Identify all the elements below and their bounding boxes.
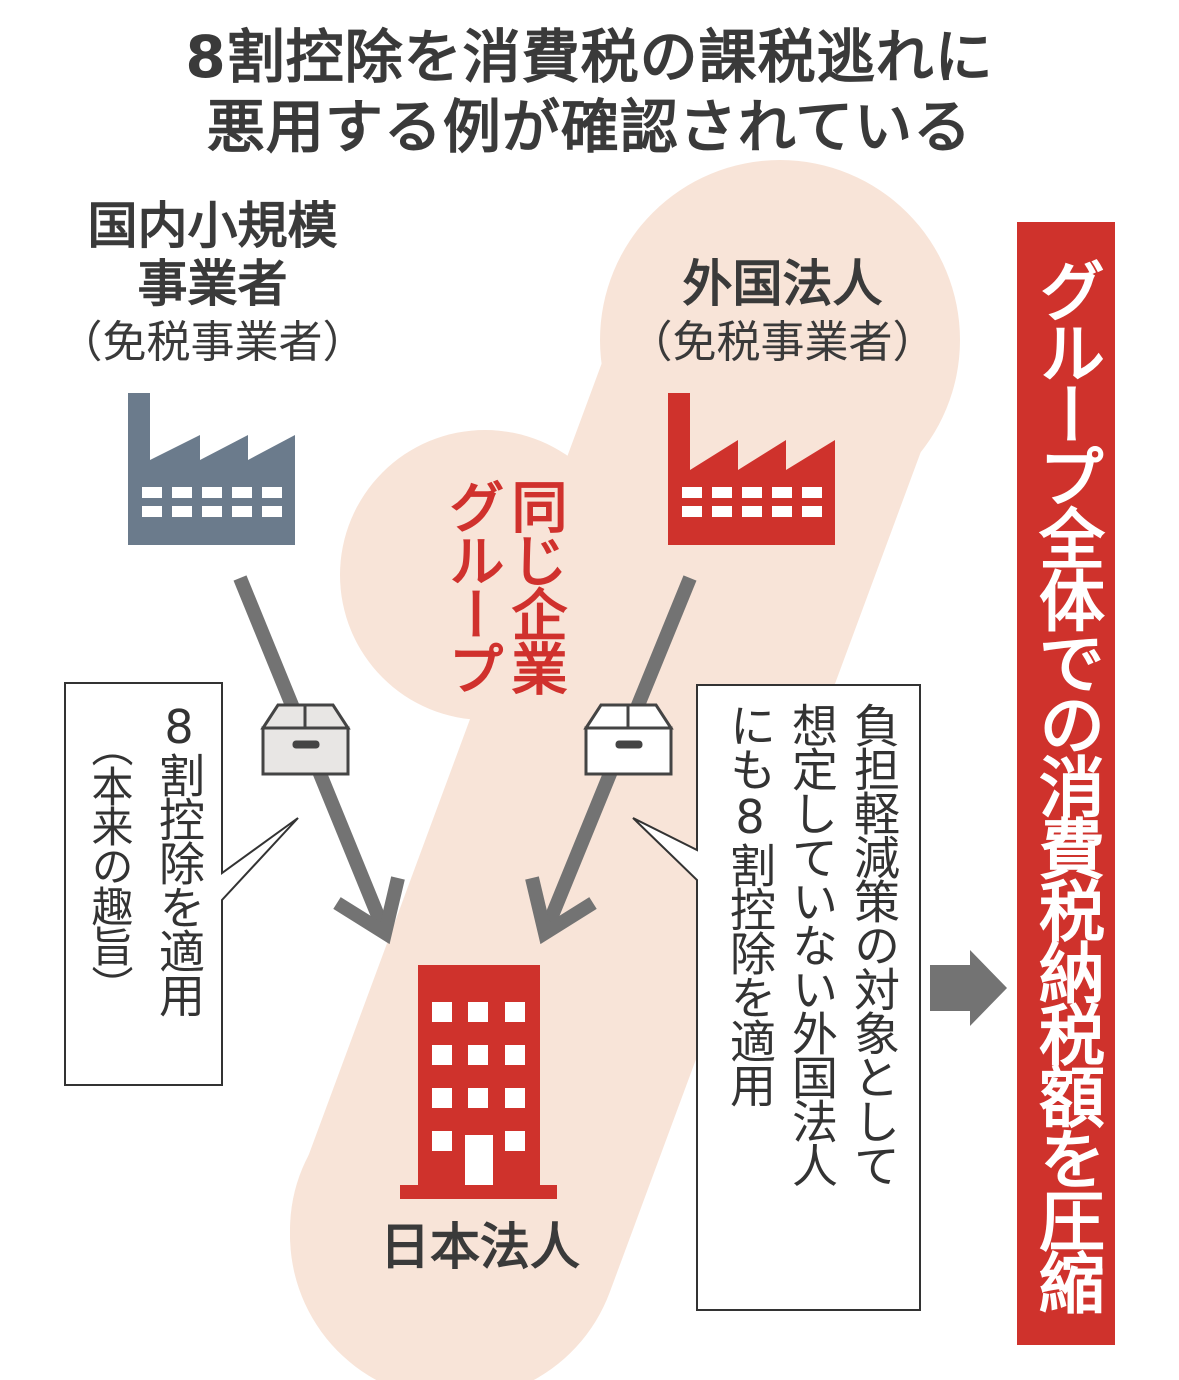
package-icon-right — [583, 703, 674, 776]
foreign-tax-exempt-note: （免税事業者） — [628, 317, 937, 368]
japanese-corporation-label: 日本法人 — [380, 1218, 580, 1276]
group-label-line-2: グループ — [439, 478, 504, 694]
callout-right-line-1: 負担軽減策の対象として — [847, 702, 901, 1186]
result-banner: グループ全体での消費税納税額を圧縮 — [1017, 222, 1115, 1345]
package-icon-left — [260, 703, 351, 776]
domestic-business-label-2: 事業者 — [137, 255, 288, 313]
building-icon — [400, 965, 557, 1199]
foreign-corporation-label: 外国法人 — [682, 255, 883, 313]
callout-right-line-2: 想定していない外国法人 — [785, 702, 839, 1186]
foreign-factory-icon — [668, 393, 835, 545]
title-line-2: 悪用する例が確認されている — [206, 93, 973, 161]
callout-right-frame — [632, 684, 921, 1311]
callout-right-line-3: にも8割控除を適用 — [723, 702, 777, 1106]
domestic-business-label-1: 国内小規模 — [87, 197, 338, 255]
callout-left-note: （本来の趣旨） — [85, 725, 134, 1005]
result-banner-text: グループ全体での消費税納税額を圧縮 — [1028, 256, 1105, 1311]
callout-left-main: 8割控除を適用 — [152, 700, 206, 1016]
callout-left-frame — [64, 682, 299, 1086]
result-arrow-icon — [930, 950, 1007, 1026]
domestic-tax-exempt-note: （免税事業者） — [58, 317, 367, 368]
domestic-factory-icon — [128, 393, 295, 545]
group-label-line-1: 同じ企業 — [502, 478, 567, 694]
title-line-1: 8割控除を消費税の課税逃れに — [185, 23, 994, 91]
